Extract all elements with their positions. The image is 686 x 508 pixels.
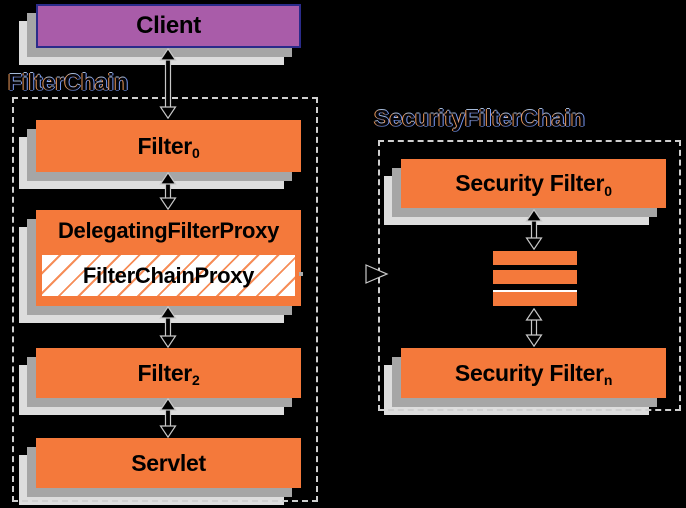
double-arrow-icon — [525, 308, 543, 347]
arrow-head-up — [525, 209, 543, 222]
double-arrow-icon — [159, 48, 177, 119]
arrow-head-up — [525, 308, 543, 321]
ellipsis-bar — [493, 251, 577, 265]
arrow-shaft — [164, 181, 172, 201]
arrow-head-up — [159, 48, 177, 61]
filter2-node-subscript: 2 — [191, 372, 200, 388]
filter-chain-group-label: FilterChain — [8, 69, 129, 95]
arrow-shaft — [530, 218, 538, 241]
delegating-filter-proxy-label: DelegatingFilterProxy — [57, 218, 280, 243]
ellipsis-bar — [493, 290, 577, 306]
arrow-shaft — [164, 57, 172, 110]
filter-chain-group-box — [12, 97, 318, 502]
arrow-head-up — [159, 398, 177, 411]
ellipsis-bar — [493, 270, 577, 284]
delegates-arrow-icon — [299, 264, 389, 284]
filter0-node-label: Filter — [137, 132, 193, 159]
arrow-head-down — [159, 335, 177, 348]
arrow-head-up — [159, 172, 177, 185]
delegating-filter-proxy-node: DelegatingFilterProxy FilterChainProxy — [36, 210, 301, 306]
filter0-node-subscript: 0 — [191, 145, 200, 161]
double-arrow-icon — [159, 306, 177, 348]
client-node-label: Client — [136, 12, 201, 39]
arrow-head-down — [525, 237, 543, 250]
arrow-head-down — [159, 197, 177, 210]
servlet-node: Servlet — [36, 438, 301, 488]
double-arrow-icon — [159, 398, 177, 438]
arrow-head-right — [365, 264, 389, 284]
double-arrow-icon — [525, 209, 543, 250]
client-node: Client — [36, 4, 301, 48]
security-filter-n-label: Security Filter — [454, 359, 604, 386]
double-arrow-icon — [159, 172, 177, 210]
filter-chain-proxy-node: FilterChainProxy — [40, 253, 297, 298]
arrow-shaft — [164, 315, 172, 339]
security-filter-chain-group-label: SecurityFilterChain — [374, 105, 585, 131]
arrow-head-up — [159, 306, 177, 319]
arrow-shaft — [530, 317, 538, 338]
security-filter-chain-group-box — [378, 140, 681, 411]
connector-dot — [299, 272, 303, 276]
filter2-node-label: Filter — [137, 359, 193, 386]
security-filter-n-subscript: n — [603, 372, 613, 388]
arrow-head-down — [159, 425, 177, 438]
arrow-head-down — [525, 334, 543, 347]
security-filter0-label: Security Filter — [455, 170, 605, 196]
arrow-head-down — [159, 106, 177, 119]
arrow-shaft — [164, 407, 172, 429]
servlet-node-label: Servlet — [131, 449, 206, 476]
filter-chain-proxy-label: FilterChainProxy — [82, 262, 255, 288]
security-filter0-subscript: 0 — [604, 182, 612, 199]
